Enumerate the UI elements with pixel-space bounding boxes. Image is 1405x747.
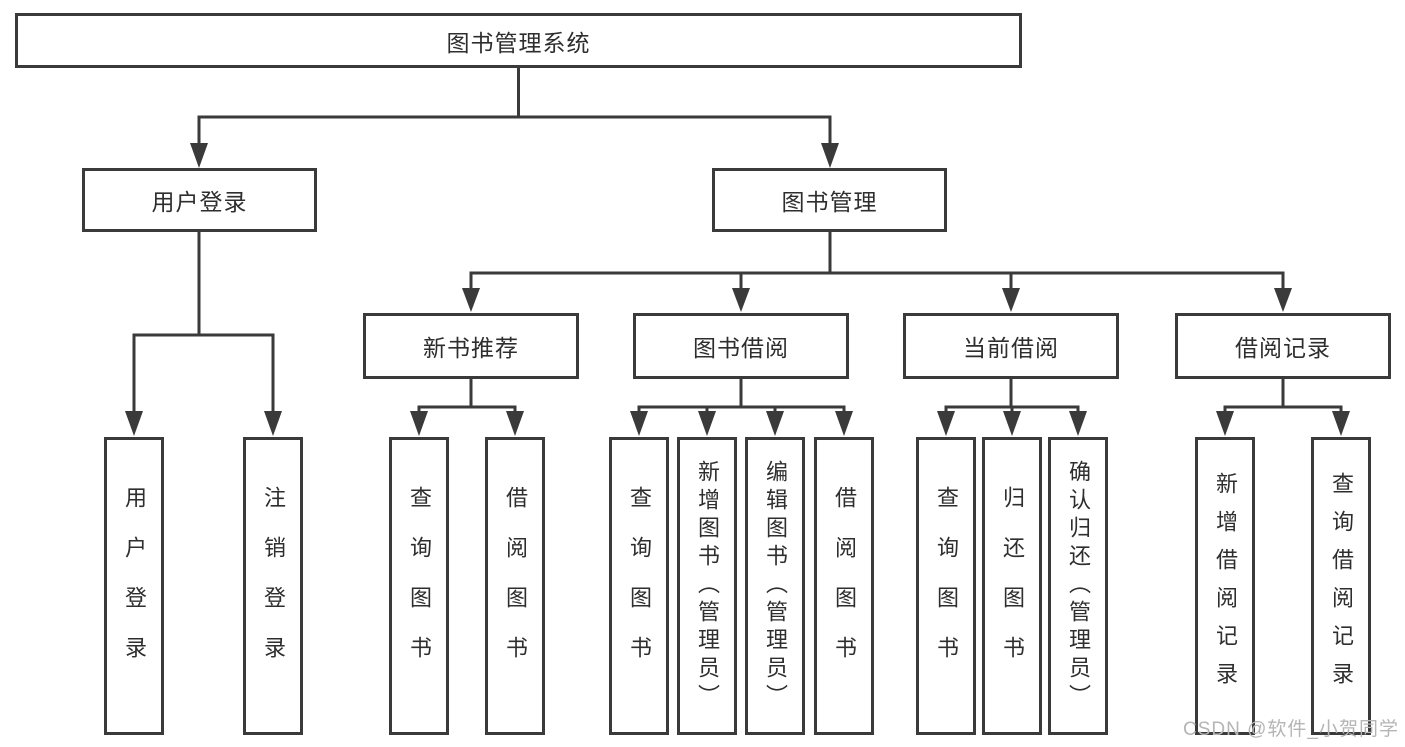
- node-borrow-records: 借阅记录: [1175, 313, 1391, 379]
- leaf-add-book-admin: 新增图书（管理员）: [677, 437, 737, 735]
- leaf-query-books-current: 查询图书: [916, 437, 976, 735]
- node-label: 用户登录: [151, 189, 248, 215]
- node-label: 借阅记录: [1235, 335, 1331, 361]
- node-label: 图书借阅: [693, 335, 789, 361]
- leaf-query-borrow-record: 查询借阅记录: [1311, 437, 1371, 735]
- leaf-query-books-borrow: 查询图书: [609, 437, 669, 735]
- leaf-label: 归还图书: [1000, 486, 1025, 686]
- node-library-management-system: 图书管理系统: [15, 13, 1022, 68]
- node-label: 图书管理: [781, 189, 878, 215]
- arrowheads: [125, 143, 1350, 436]
- leaf-label: 查询图书: [934, 486, 959, 686]
- node-label: 新书推荐: [423, 335, 519, 361]
- node-label: 当前借阅: [963, 335, 1059, 361]
- leaf-query-books-recommend: 查询图书: [389, 437, 449, 735]
- leaf-label: 编辑图书（管理员）: [763, 460, 788, 712]
- leaf-label: 查询图书: [407, 486, 432, 686]
- leaf-label: 新增借阅记录: [1213, 472, 1238, 700]
- leaf-label: 新增图书（管理员）: [695, 460, 720, 712]
- leaf-label: 确认归还（管理员）: [1066, 460, 1091, 712]
- node-book-management: 图书管理: [712, 168, 947, 232]
- node-label: 图书管理系统: [446, 29, 591, 56]
- leaf-borrow-books-recommend: 借阅图书: [485, 437, 545, 735]
- leaf-borrow-books: 借阅图书: [814, 437, 874, 735]
- leaf-label: 查询借阅记录: [1329, 472, 1354, 700]
- leaf-label: 借阅图书: [503, 486, 528, 686]
- node-user-login: 用户登录: [82, 168, 317, 232]
- node-current-borrow: 当前借阅: [903, 313, 1119, 379]
- node-new-book-recommend: 新书推荐: [363, 313, 579, 379]
- leaf-add-borrow-record: 新增借阅记录: [1195, 437, 1255, 735]
- leaf-label: 借阅图书: [832, 486, 857, 686]
- leaf-label: 查询图书: [627, 486, 652, 686]
- leaf-user-login: 用户登录: [104, 437, 164, 735]
- leaf-label: 用户登录: [122, 486, 147, 686]
- leaf-return-books: 归还图书: [982, 437, 1042, 735]
- node-book-borrow: 图书借阅: [633, 313, 849, 379]
- leaf-logout: 注销登录: [243, 437, 303, 735]
- leaf-edit-book-admin: 编辑图书（管理员）: [745, 437, 805, 735]
- leaf-confirm-return-admin: 确认归还（管理员）: [1048, 437, 1108, 735]
- leaf-label: 注销登录: [261, 486, 286, 686]
